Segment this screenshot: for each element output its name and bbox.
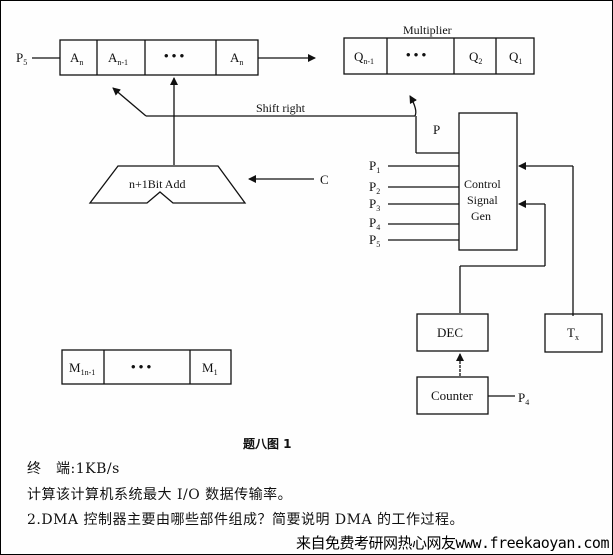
multiplicand-cell-ellipsis: • • •	[131, 359, 152, 374]
multiplier-cell-ellipsis: • • •	[406, 47, 427, 62]
text-line-2: 计算该计算机系统最大 I/O 数据传输率。	[27, 487, 293, 503]
text-line-3: 2.DMA 控制器主要由哪些部件组成？简要说明 DMA 的工作过程。	[27, 512, 465, 528]
diagram-lines	[32, 37, 603, 415]
multiplicand-register-box	[61, 349, 232, 385]
multiplier-register-box	[343, 37, 535, 75]
multiplicand-cell-3: M1	[202, 360, 218, 377]
control-line-1: Control	[464, 177, 501, 191]
control-input-p4: P4	[369, 215, 381, 232]
accumulator-input-label: P5	[16, 50, 28, 67]
adder-shape	[88, 165, 247, 204]
dec-box	[416, 313, 489, 352]
accumulator-register-box	[59, 39, 259, 76]
multiplicand-cell-1: M1n-1	[69, 360, 96, 377]
dec-label: DEC	[437, 325, 463, 340]
accumulator-cell-2: An-1	[108, 50, 129, 67]
multiplier-cell-4: Q1	[509, 49, 523, 66]
control-box	[458, 112, 518, 251]
adder-label: n+1Bit Add	[129, 177, 186, 191]
counter-input-label: P4	[518, 390, 530, 407]
accumulator-cell-ellipsis: • • •	[164, 48, 185, 63]
control-input-p5: P5	[369, 232, 381, 249]
figure-caption: 题八图 1	[243, 437, 292, 451]
shift-right-label: Shift right	[256, 101, 306, 115]
watermark: 来自免费考研网热心网友www.freekaoyan.com	[295, 534, 610, 552]
control-input-p2: P2	[369, 179, 381, 196]
control-line-2: Signal	[467, 193, 498, 207]
control-input-p3: P3	[369, 196, 381, 213]
multiplier-title: Multiplier	[403, 23, 452, 37]
accumulator-cell-1: An	[70, 50, 84, 67]
carry-label: C	[320, 172, 329, 187]
multiplier-cell-1: Qn-1	[354, 49, 375, 66]
counter-label: Counter	[431, 388, 473, 403]
control-input-p1: P1	[369, 158, 381, 175]
control-line-3: Gen	[471, 209, 491, 223]
multiplier-cell-3: Q2	[469, 49, 483, 66]
tx-label: Tx	[567, 325, 579, 342]
accumulator-cell-4: An	[230, 50, 244, 67]
p-label: P	[433, 122, 441, 137]
text-line-1: 终 端:1KB/s	[27, 461, 120, 477]
multiplier-circuit-diagram: P5 An An-1 • • • An Multiplier Qn-1 • • …	[16, 23, 603, 415]
tx-box	[544, 313, 603, 353]
